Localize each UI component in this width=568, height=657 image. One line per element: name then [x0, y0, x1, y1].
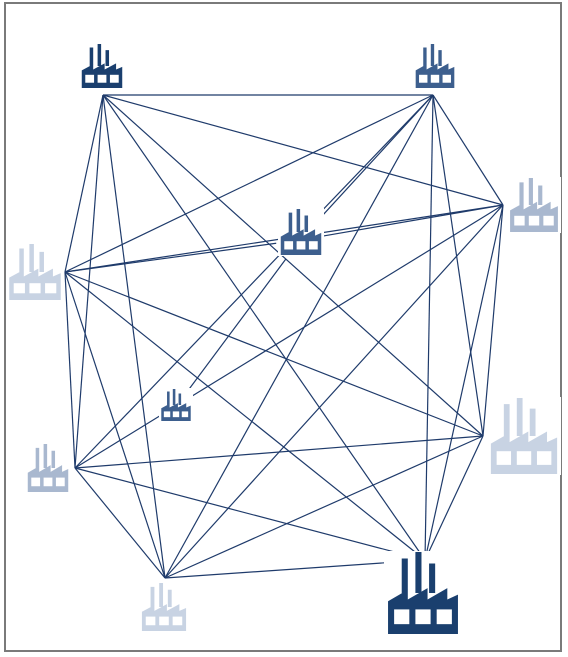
factory-window	[436, 609, 452, 625]
factory-window	[516, 451, 532, 465]
network-nodes	[6, 43, 561, 635]
factory-icon	[490, 398, 558, 474]
factory-icon	[510, 178, 558, 232]
factory-window	[85, 74, 95, 83]
edge-factory-top-right-to-factory-left-upper	[64, 94, 434, 273]
factory-window	[55, 477, 65, 487]
factory-window	[419, 74, 428, 83]
edge-factory-left-upper-to-factory-left-lower	[64, 271, 76, 469]
factory-window	[296, 241, 306, 250]
factory-window	[528, 215, 540, 226]
factory-window	[284, 241, 294, 250]
edge-factory-center-to-factory-inner-small	[185, 258, 287, 394]
edge-factory-left-upper-to-factory-center	[64, 242, 277, 273]
factory-window	[415, 609, 431, 625]
factory-icon	[81, 44, 123, 88]
edge-factory-right-upper-to-factory-bottom-right	[424, 204, 504, 561]
edge-factory-top-right-to-factory-right-upper	[432, 94, 504, 206]
factory-window	[394, 609, 410, 625]
factory-window	[430, 74, 440, 83]
edge-factory-top-left-to-factory-left-upper	[64, 94, 104, 273]
factory-window	[159, 616, 169, 626]
edge-factory-top-right-to-factory-bottom-right	[424, 94, 434, 561]
factory-window	[109, 74, 119, 83]
edge-factory-left-upper-to-factory-bottom-left	[64, 271, 166, 579]
factory-icon	[9, 244, 61, 300]
edge-factory-right-upper-to-factory-right-lower	[482, 204, 504, 437]
edge-factory-top-left-to-factory-right-lower	[102, 94, 484, 437]
edge-factory-top-left-to-factory-bottom-left	[102, 94, 166, 579]
factory-window	[29, 283, 41, 294]
factory-window	[543, 215, 554, 226]
edge-factory-right-lower-to-factory-bottom-left	[164, 435, 484, 579]
edge-factory-left-lower-to-factory-right-lower	[74, 435, 484, 469]
factory-window	[145, 616, 156, 626]
edge-factory-bottom-left-to-factory-bottom-right	[164, 559, 426, 579]
factory-window	[31, 477, 41, 487]
edge-factory-right-upper-to-factory-left-lower	[74, 204, 504, 469]
factory-icon	[415, 44, 455, 88]
edge-factory-left-lower-to-factory-bottom-right	[74, 467, 426, 561]
factory-window	[172, 616, 183, 626]
factory-window	[181, 411, 189, 418]
edge-factory-top-right-to-factory-left-lower	[74, 94, 434, 469]
edge-factory-top-left-to-factory-bottom-right	[102, 94, 426, 561]
factory-window	[97, 74, 107, 83]
factory-window	[536, 451, 552, 465]
diagram-frame	[4, 2, 562, 652]
edge-factory-left-upper-to-factory-right-lower	[64, 271, 484, 437]
factory-window	[43, 477, 53, 487]
factory-icon	[161, 389, 191, 421]
edge-factory-top-right-to-factory-right-lower	[432, 94, 484, 437]
factory-window	[496, 451, 512, 465]
factory-window	[514, 215, 525, 226]
factory-icon	[141, 583, 187, 631]
factory-icon	[27, 444, 69, 492]
factory-window	[442, 74, 451, 83]
edge-factory-top-right-to-factory-bottom-left	[164, 94, 434, 579]
factory-window	[163, 411, 171, 418]
factory-window	[45, 283, 57, 294]
factory-icon	[388, 552, 458, 634]
factory-window	[172, 411, 180, 418]
factory-icon	[280, 209, 322, 255]
edge-factory-top-right-to-factory-center	[315, 94, 434, 223]
edge-factory-left-upper-to-factory-bottom-right	[64, 271, 426, 561]
edge-factory-right-upper-to-factory-bottom-left	[164, 204, 504, 579]
network-edges	[64, 94, 504, 579]
edge-factory-left-lower-to-factory-bottom-left	[74, 467, 166, 579]
edge-factory-right-upper-to-factory-center	[323, 204, 504, 237]
factory-window	[13, 283, 25, 294]
edge-factory-top-left-to-factory-right-upper	[102, 94, 504, 206]
factory-window	[308, 241, 318, 250]
edge-factory-right-lower-to-factory-bottom-right	[424, 435, 484, 561]
